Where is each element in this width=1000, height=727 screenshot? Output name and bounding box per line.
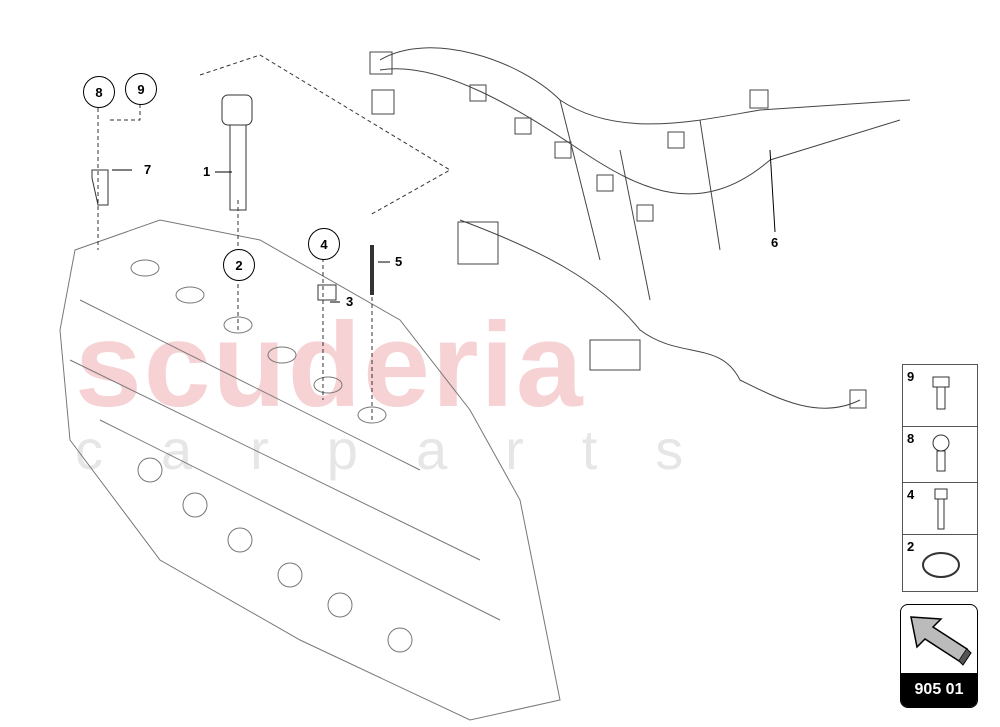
ignition-coil-drawing: [221, 94, 253, 211]
sensor-drawing: [317, 284, 337, 301]
label-1[interactable]: 1: [203, 164, 211, 179]
legend-item-8[interactable]: 8: [902, 426, 978, 484]
label-leaders: [112, 149, 776, 303]
callout-4[interactable]: 4: [308, 228, 340, 260]
legend-item-4[interactable]: 4: [902, 482, 978, 536]
legend-num: 4: [907, 487, 915, 502]
label-6[interactable]: 6: [771, 235, 779, 250]
bracket-drawing: [91, 169, 109, 206]
cylinder-head-drawing: [59, 219, 561, 721]
leader-lines: [97, 54, 451, 420]
watermark-brand: scuderia: [75, 298, 585, 432]
label-3[interactable]: 3: [346, 294, 354, 309]
page-code: 905 01: [901, 673, 977, 707]
wiring-harness-drawing: [369, 47, 911, 409]
o-ring-icon: [922, 552, 960, 578]
callout-2[interactable]: 2: [223, 249, 255, 281]
screw-icon: [932, 434, 950, 472]
page-nav-button[interactable]: 905 01: [900, 604, 978, 708]
legend-item-9[interactable]: 9: [902, 364, 978, 428]
arrow-up-left-icon: [910, 616, 972, 666]
legend-item-2[interactable]: 2: [902, 534, 978, 592]
label-5[interactable]: 5: [395, 254, 403, 269]
callout-9[interactable]: 9: [125, 73, 157, 105]
callout-8[interactable]: 8: [83, 76, 115, 108]
bolt-icon: [934, 488, 948, 530]
clip-icon: [932, 376, 950, 410]
legend-num: 2: [907, 539, 915, 554]
label-7[interactable]: 7: [144, 162, 152, 177]
legend-num: 8: [907, 431, 915, 446]
legend-num: 9: [907, 369, 915, 384]
